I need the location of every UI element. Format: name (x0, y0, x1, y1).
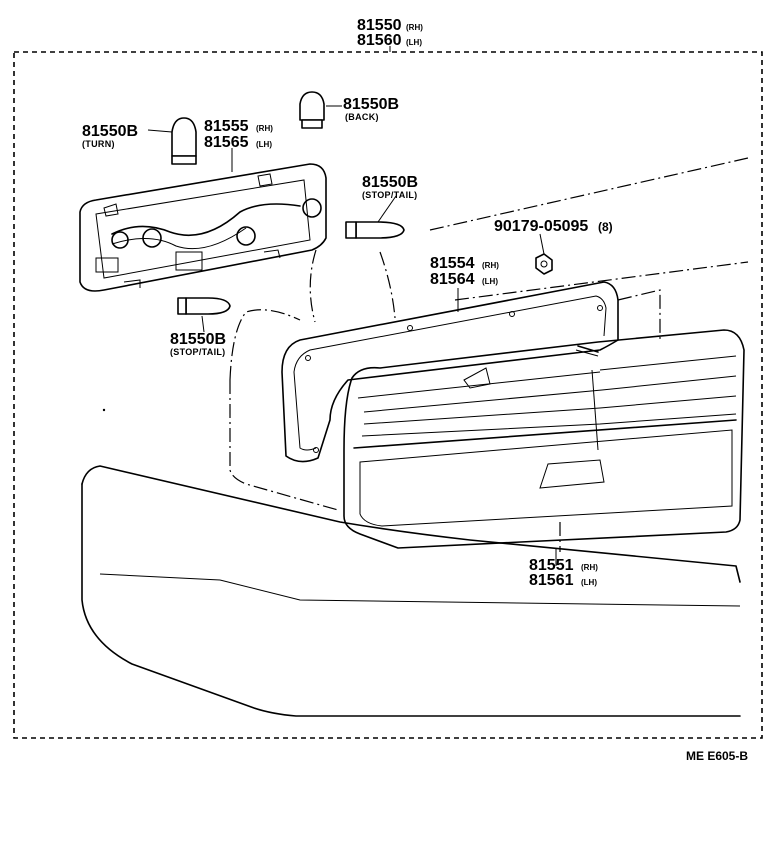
bulb-turn-number: 81550B (82, 123, 138, 140)
assembly-lh-number: 81560 (357, 32, 402, 49)
label-bulb-stop-tail-lower: 81550B (STOP/TAIL) (170, 331, 226, 357)
gasket-rh-number: 81554 (430, 255, 475, 272)
nut (535, 253, 553, 275)
bulb-back (299, 91, 325, 129)
leader-lines (147, 105, 557, 566)
gasket-rh-suffix: (RH) (482, 261, 499, 270)
assembly-lh-suffix: (LH) (406, 38, 422, 47)
bulb-stop-tail-upper-label: (STOP/TAIL) (362, 190, 417, 200)
lens-assembly (343, 329, 745, 549)
nut-number: 90179-05095 (494, 218, 588, 235)
bulb-turn (171, 117, 197, 165)
bumper (81, 465, 741, 717)
gasket-lh-number: 81564 (430, 271, 475, 288)
bulb-stop-tail-upper-number: 81550B (362, 174, 418, 191)
socket-lh-suffix: (LH) (256, 140, 272, 149)
bulb-stop-tail-lower (177, 297, 231, 315)
bulb-stop-tail-lower-label: (STOP/TAIL) (170, 347, 225, 357)
bulb-turn-label: (TURN) (82, 139, 115, 149)
socket-lh-number: 81565 (204, 134, 249, 151)
label-bulb-stop-tail-upper: 81550B (STOP/TAIL) (362, 174, 418, 200)
assembly-rh-suffix: (RH) (406, 23, 423, 32)
label-lens: 81551 (RH) 81561 (LH) (529, 557, 598, 589)
bulb-stop-tail-upper (345, 221, 405, 239)
lens-rh-suffix: (RH) (581, 563, 598, 572)
lens-rh-number: 81551 (529, 557, 574, 574)
label-socket-cord: 81555 (RH) 81565 (LH) (204, 118, 273, 151)
nut-qty: (8) (598, 220, 613, 234)
bulb-stop-tail-lower-number: 81550B (170, 331, 226, 348)
label-gasket: 81554 (RH) 81564 (LH) (430, 255, 499, 288)
assembly-rh-number: 81550 (357, 17, 402, 34)
vehicle-body-outline (102, 157, 749, 552)
assembly-boundary (13, 46, 763, 739)
socket-rh-suffix: (RH) (256, 124, 273, 133)
label-bulb-back: 81550B (BACK) (343, 96, 399, 122)
gasket (281, 281, 619, 463)
bulb-back-number: 81550B (343, 96, 399, 113)
gasket-lh-suffix: (LH) (482, 277, 498, 286)
label-bulb-turn: 81550B (TURN) (82, 123, 138, 149)
socket-rh-number: 81555 (204, 118, 249, 135)
lens-lh-suffix: (LH) (581, 578, 597, 587)
socket-and-cord (79, 163, 327, 292)
lens-lh-number: 81561 (529, 572, 574, 589)
label-nut: 90179-05095 (8) (494, 218, 613, 235)
label-assembly: 81550 (RH) 81560 (LH) (357, 17, 423, 49)
figure-reference: ME E605-B (686, 749, 748, 763)
bulb-back-label: (BACK) (345, 112, 379, 122)
